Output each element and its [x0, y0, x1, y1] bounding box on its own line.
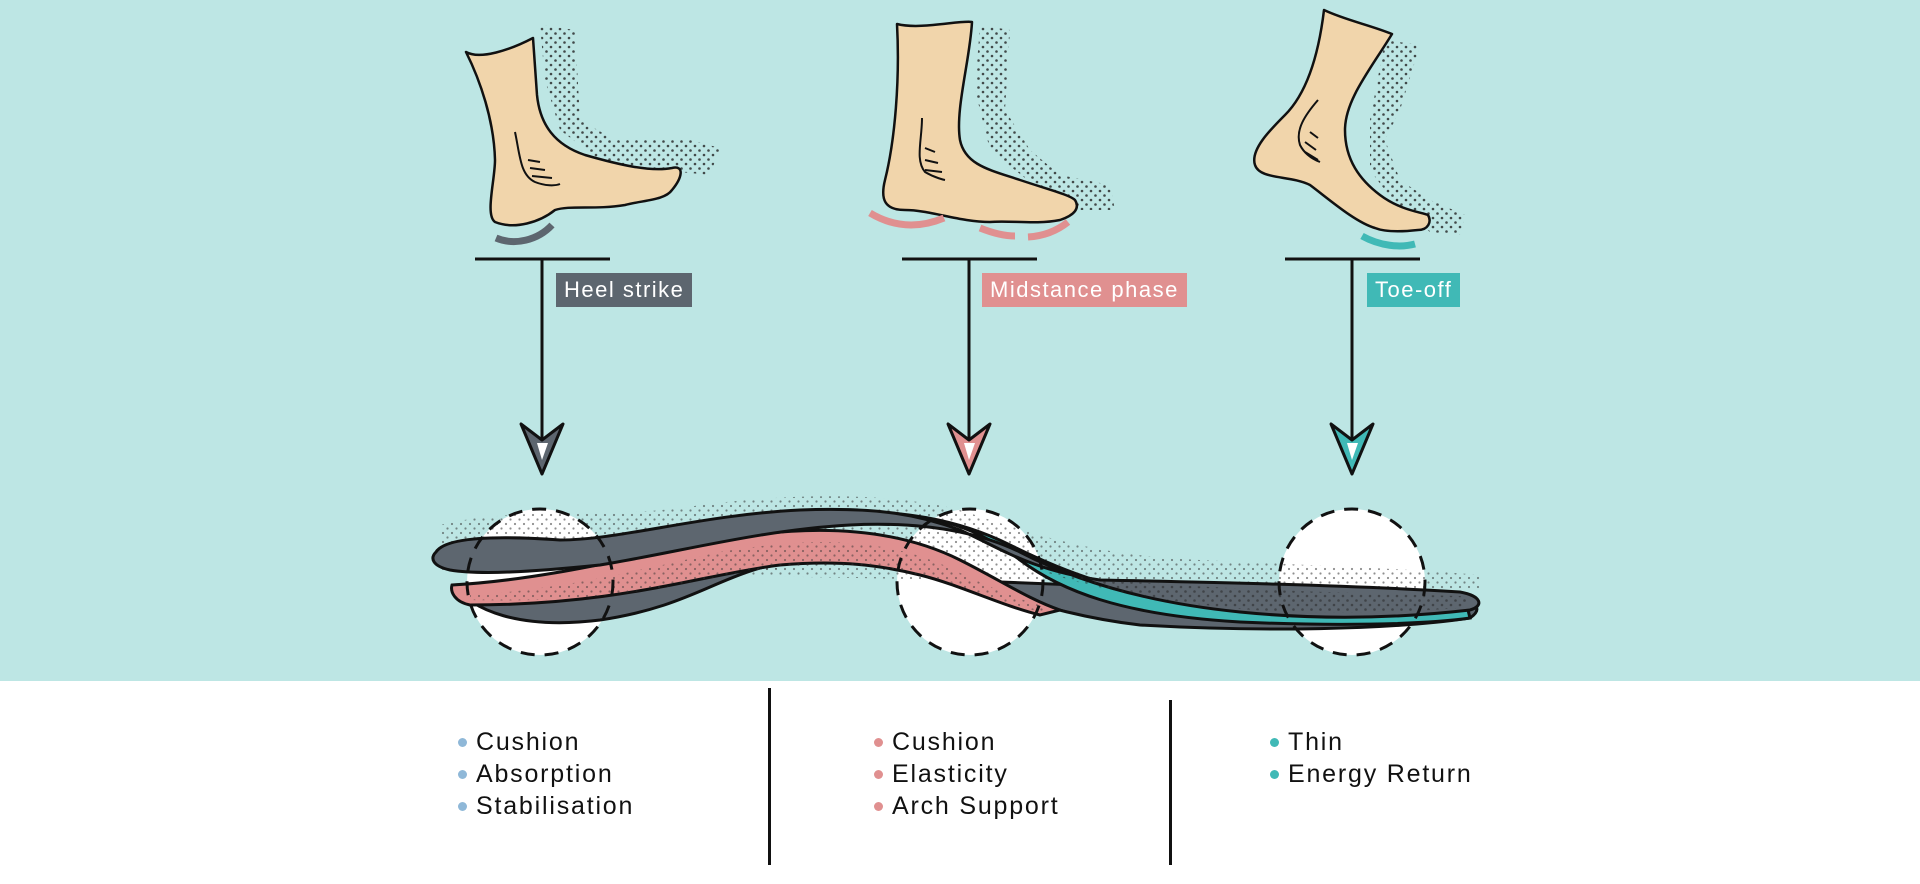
foot-shadow-dots — [1370, 40, 1465, 235]
ankle-lines — [1297, 99, 1321, 163]
midstance-arrow — [902, 257, 1037, 476]
bullet-dot — [874, 770, 883, 779]
toe-off-arrow — [1285, 257, 1420, 476]
feature-item: Elasticity — [872, 758, 1060, 790]
impact-arc-heel — [868, 209, 946, 229]
impact-arc-ball — [978, 224, 1016, 240]
foot-shadow-dots — [540, 25, 720, 175]
features-panel: Cushion Absorption Stabilisation Cushion… — [0, 681, 1920, 884]
feature-label: Cushion — [892, 728, 997, 756]
feature-label: Thin — [1288, 728, 1344, 756]
toe-off-foot — [1252, 8, 1465, 250]
bullet-dot — [1270, 770, 1279, 779]
feature-label: Arch Support — [892, 792, 1060, 820]
heel-strike-arrow — [475, 257, 610, 476]
bullet-dot — [874, 802, 883, 811]
bullet-dot — [458, 802, 467, 811]
feature-label: Energy Return — [1288, 760, 1473, 788]
insole — [431, 496, 1481, 657]
heel-strike-features: Cushion Absorption Stabilisation — [456, 726, 634, 822]
foot-skin — [881, 20, 1079, 224]
bullet-dot — [458, 770, 467, 779]
phase-label-midstance: Midstance phase — [982, 273, 1187, 307]
feature-label: Elasticity — [892, 760, 1009, 788]
foot-shadow-dots — [975, 25, 1115, 210]
illustration-panel: Heel strike Midstance phase Toe-off — [0, 0, 1920, 681]
feature-item: Cushion — [872, 726, 1060, 758]
divider-right — [1169, 700, 1172, 865]
bullet-dot — [874, 738, 883, 747]
phase-label-toe-off: Toe-off — [1367, 273, 1461, 307]
feature-item: Energy Return — [1268, 758, 1473, 790]
toe-zone-dashed-ring — [1277, 507, 1427, 657]
feature-label: Cushion — [476, 728, 581, 756]
feature-item: Thin — [1268, 726, 1473, 758]
phase-label-heel-strike: Heel strike — [556, 273, 693, 307]
ankle-lines — [514, 131, 561, 187]
bullet-dot — [458, 738, 467, 747]
ankle-lines — [918, 117, 946, 181]
divider-left — [768, 688, 771, 865]
midstance-features: Cushion Elasticity Arch Support — [872, 726, 1060, 822]
feature-label: Stabilisation — [476, 792, 635, 820]
foot-skin — [464, 36, 682, 227]
gait-insole-illustration — [431, 8, 1481, 657]
midstance-foot — [868, 20, 1115, 241]
impact-arc-toe — [1027, 219, 1071, 241]
midstance-zone-dashed-ring — [895, 507, 1045, 657]
feature-label: Absorption — [476, 760, 614, 788]
foot-skin — [1252, 8, 1431, 233]
feature-item: Arch Support — [872, 790, 1060, 822]
feature-item: Stabilisation — [456, 790, 634, 822]
toe-off-features: Thin Energy Return — [1268, 726, 1473, 790]
feature-item: Cushion — [456, 726, 634, 758]
impact-arc — [494, 222, 555, 246]
feature-item: Absorption — [456, 758, 634, 790]
heel-zone-dashed-ring — [465, 507, 615, 657]
heel-strike-foot — [464, 25, 720, 246]
bullet-dot — [1270, 738, 1279, 747]
impact-arc — [1360, 232, 1416, 250]
